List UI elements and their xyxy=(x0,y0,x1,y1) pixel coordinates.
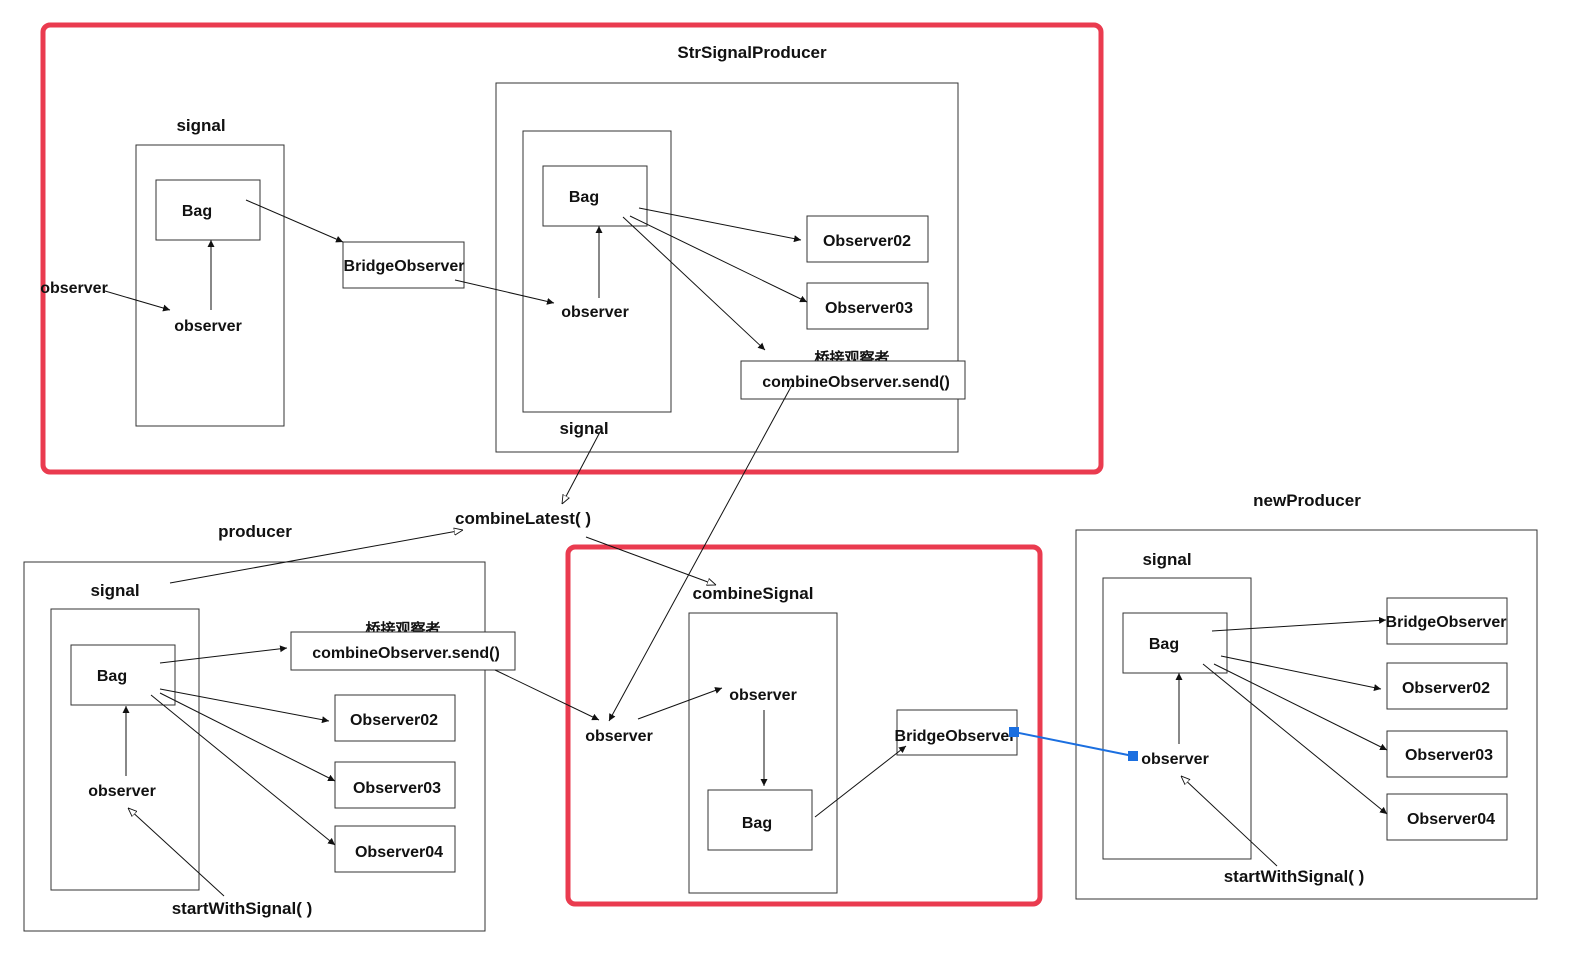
bridge-observer-box-combine xyxy=(896,709,1018,756)
observer04-box-bottom xyxy=(334,825,456,873)
observer03-box-right xyxy=(1386,730,1508,778)
bag-label-top-left: Bag xyxy=(182,203,212,220)
observer-label-top-left-inner: observer xyxy=(174,318,242,335)
highlight-frame-top xyxy=(40,22,1104,475)
arrow-bag-to-bridge-right xyxy=(1211,616,1387,632)
bag-label-bottom-right: Bag xyxy=(1149,636,1179,653)
str-signal-producer-title: StrSignalProducer xyxy=(677,43,827,62)
observer03-label-top: Observer03 xyxy=(825,300,913,317)
connector-arrows xyxy=(104,199,1388,897)
connector-handle-end[interactable] xyxy=(1128,751,1138,761)
observer04-label-right: Observer04 xyxy=(1407,811,1495,828)
arrow-producer-signal-to-combine-latest xyxy=(169,530,463,584)
bag-label-bottom-left: Bag xyxy=(97,668,127,685)
arrow-bag-to-observer02-bottom xyxy=(159,688,330,724)
observer-label-top-left-outer: observer xyxy=(40,280,108,297)
observer02-label-right: Observer02 xyxy=(1402,680,1490,697)
start-with-signal-label-left: startWithSignal( ) xyxy=(172,899,313,918)
observer02-box-right xyxy=(1386,662,1508,710)
producer-label: producer xyxy=(218,522,292,541)
arrow-bag-to-observer03-bottom xyxy=(159,692,336,782)
bag-box-bottom-right xyxy=(1122,612,1228,674)
bag-label-combine: Bag xyxy=(742,815,772,832)
observer-label-combine-outer: observer xyxy=(585,728,653,745)
arrow-bag-to-observer04-right xyxy=(1202,663,1388,815)
arrow-start-with-signal-right xyxy=(1181,776,1278,867)
bag-box-top-left xyxy=(155,179,261,241)
observer-label-top-right: observer xyxy=(561,304,629,321)
arrow-bridge-to-observer-top xyxy=(454,279,555,305)
bag-box-bottom-left xyxy=(70,644,176,706)
arrow-signal-to-combine-latest xyxy=(562,431,601,504)
observer04-label-bottom: Observer04 xyxy=(355,844,443,861)
selected-connector-bridge-to-observer[interactable] xyxy=(1013,731,1134,757)
observer02-label-top: Observer02 xyxy=(823,233,911,250)
arrow-combine-latest-to-combine-signal xyxy=(585,536,716,585)
bag-box-combine xyxy=(707,789,813,851)
combine-observer-send-bottom: combineObserver.send() xyxy=(312,645,500,662)
bridge-observer-box-top xyxy=(342,241,465,289)
arrow-bag-to-observer04-bottom xyxy=(150,694,336,846)
observer-label-combine-inner: observer xyxy=(729,687,797,704)
arrow-combine-send-bottom-to-observer xyxy=(494,669,600,721)
arrow-observer-to-inner-observer-combine xyxy=(637,687,723,720)
observer02-label-bottom: Observer02 xyxy=(350,712,438,729)
observer03-box-bottom xyxy=(334,761,456,809)
combine-observer-box-bottom xyxy=(290,631,516,671)
observer-label-bottom-left: observer xyxy=(88,783,156,800)
observer02-box-bottom xyxy=(334,694,456,742)
new-producer-label: newProducer xyxy=(1253,491,1361,510)
observer04-box-right xyxy=(1386,793,1508,841)
bag-label-top-right: Bag xyxy=(569,189,599,206)
combine-observer-box-top xyxy=(740,360,966,400)
bridge-observer-label-combine: BridgeObserver xyxy=(895,728,1016,745)
signal-label-bottom-right: signal xyxy=(1142,550,1191,569)
observer02-box-top xyxy=(806,215,929,263)
start-with-signal-label-right: startWithSignal( ) xyxy=(1224,867,1365,886)
bridge-observer-label-top: BridgeObserver xyxy=(344,258,465,275)
combine-observer-send-top: combineObserver.send() xyxy=(762,374,950,391)
highlight-frame-bottom xyxy=(565,544,1043,907)
arrow-bag-to-bridge-top xyxy=(245,199,344,243)
arrow-start-with-signal-left xyxy=(128,808,225,897)
signal-label-bottom-left: signal xyxy=(90,581,139,600)
bridge-observer-label-right: BridgeObserver xyxy=(1386,614,1507,631)
arrow-observer-to-observer-top-left xyxy=(104,290,171,312)
arrow-bag-to-observer03-right xyxy=(1213,663,1388,751)
combine-latest-label: combineLatest( ) xyxy=(455,509,591,528)
arrow-bag-to-observer02-right xyxy=(1220,655,1382,692)
combine-signal-label: combineSignal xyxy=(693,584,814,603)
signal-label-top-left: signal xyxy=(176,116,225,135)
arrow-bag-to-observer03-top xyxy=(629,215,808,303)
observer03-box-top xyxy=(806,282,929,330)
connector-handle-start[interactable] xyxy=(1009,727,1019,737)
signal-label-top-right: signal xyxy=(559,419,608,438)
observer03-label-right: Observer03 xyxy=(1405,747,1493,764)
bag-box-top-right xyxy=(542,165,648,227)
observer03-label-bottom: Observer03 xyxy=(353,780,441,797)
combine-signal-box xyxy=(688,612,838,894)
arrow-bag-to-combine-observer-top xyxy=(622,216,766,351)
arrow-bag-to-bridge-combine xyxy=(814,745,907,818)
bridge-observer-box-right xyxy=(1386,597,1508,645)
observer-label-bottom-right: observer xyxy=(1141,751,1209,768)
arrow-bag-to-observer02-top xyxy=(638,207,802,243)
arrow-combine-send-top-to-observer xyxy=(608,384,793,722)
arrow-bag-to-combine-observer-bottom xyxy=(159,645,288,664)
